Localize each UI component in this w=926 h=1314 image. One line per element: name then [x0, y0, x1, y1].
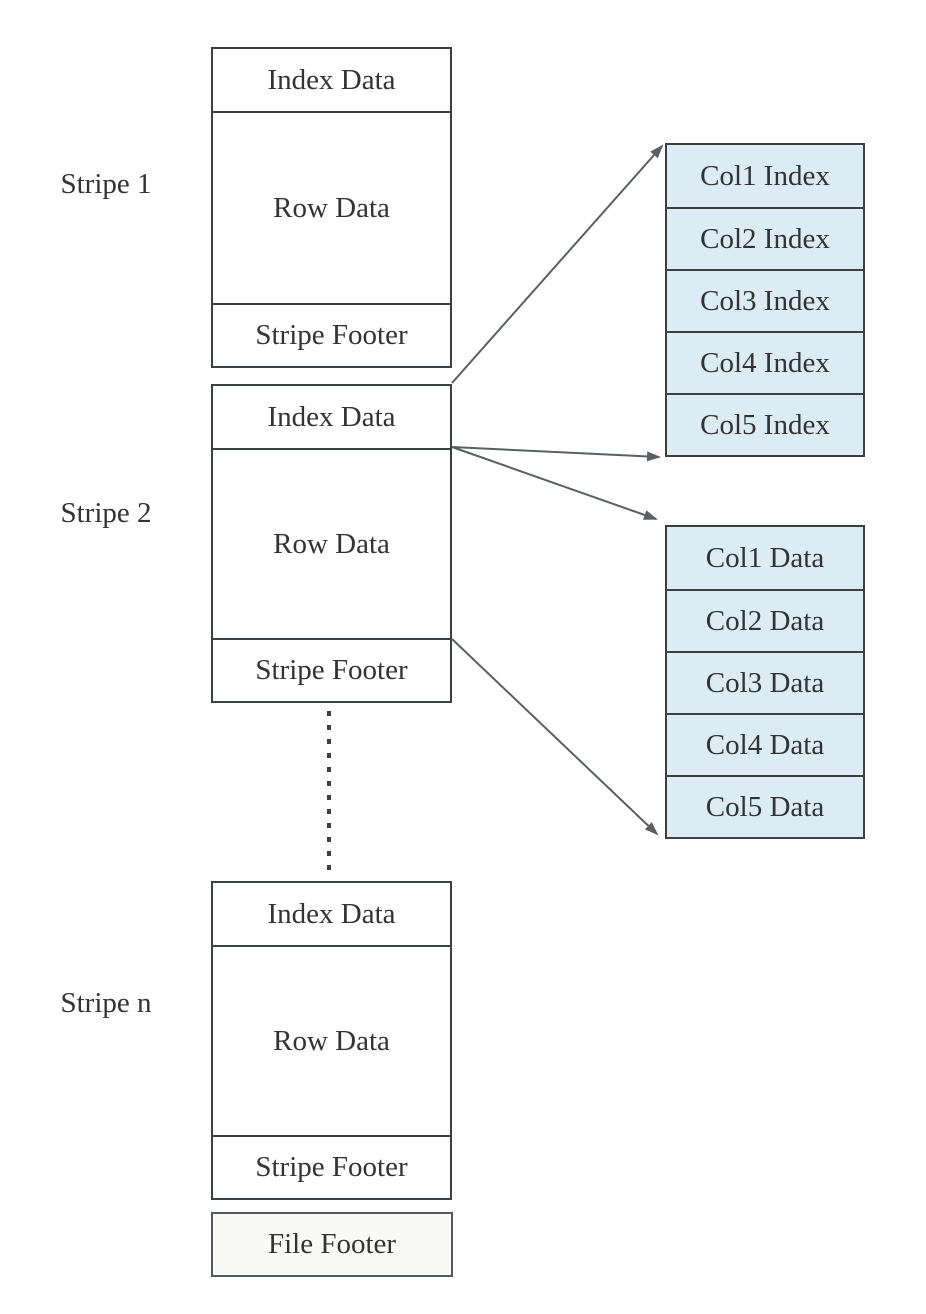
file-footer-box: File Footer [211, 1212, 453, 1277]
col3-data-cell: Col3 Data [667, 651, 863, 713]
stripe-2-row-data-cell: Row Data [213, 448, 450, 638]
column-data-stack: Col1 Data Col2 Data Col3 Data Col4 Data … [665, 525, 865, 839]
col3-index-cell: Col3 Index [667, 269, 863, 331]
stripe-n-box: Index Data Row Data Stripe Footer [211, 881, 452, 1200]
stripe-1-index-data-cell: Index Data [267, 63, 396, 96]
stripe-1-box: Index Data Row Data Stripe Footer [211, 47, 452, 368]
stripe-2-stripe-footer-cell: Stripe Footer [213, 638, 450, 701]
col4-data-cell: Col4 Data [667, 713, 863, 775]
arrow-index-bottom [451, 446, 661, 462]
stripe-1-label: Stripe 1 [60, 168, 152, 200]
stripe-2-index-data-cell: Index Data [267, 400, 396, 433]
ellipsis-dashed-connector [327, 711, 331, 878]
arrow-index-top [451, 144, 664, 384]
stripe-n-label: Stripe n [60, 987, 152, 1019]
col5-data-cell: Col5 Data [667, 775, 863, 837]
col4-index-cell: Col4 Index [667, 331, 863, 393]
stripe-n-row-data-cell: Row Data [213, 945, 450, 1135]
column-index-stack: Col1 Index Col2 Index Col3 Index Col4 In… [665, 143, 865, 457]
col2-index-cell: Col2 Index [667, 207, 863, 269]
arrow-data-bottom [451, 638, 659, 836]
stripe-n-index-data-cell: Index Data [267, 897, 396, 930]
stripe-2-box: Index Data Row Data Stripe Footer [211, 384, 452, 703]
col1-index-cell: Col1 Index [667, 145, 863, 207]
col1-data-cell: Col1 Data [667, 527, 863, 589]
arrow-data-top [451, 446, 658, 520]
stripe-2-label: Stripe 2 [60, 497, 152, 529]
stripe-1-stripe-footer-cell: Stripe Footer [213, 303, 450, 366]
col2-data-cell: Col2 Data [667, 589, 863, 651]
col5-index-cell: Col5 Index [667, 393, 863, 455]
stripe-1-row-data-cell: Row Data [213, 111, 450, 303]
stripe-n-stripe-footer-cell: Stripe Footer [213, 1135, 450, 1198]
